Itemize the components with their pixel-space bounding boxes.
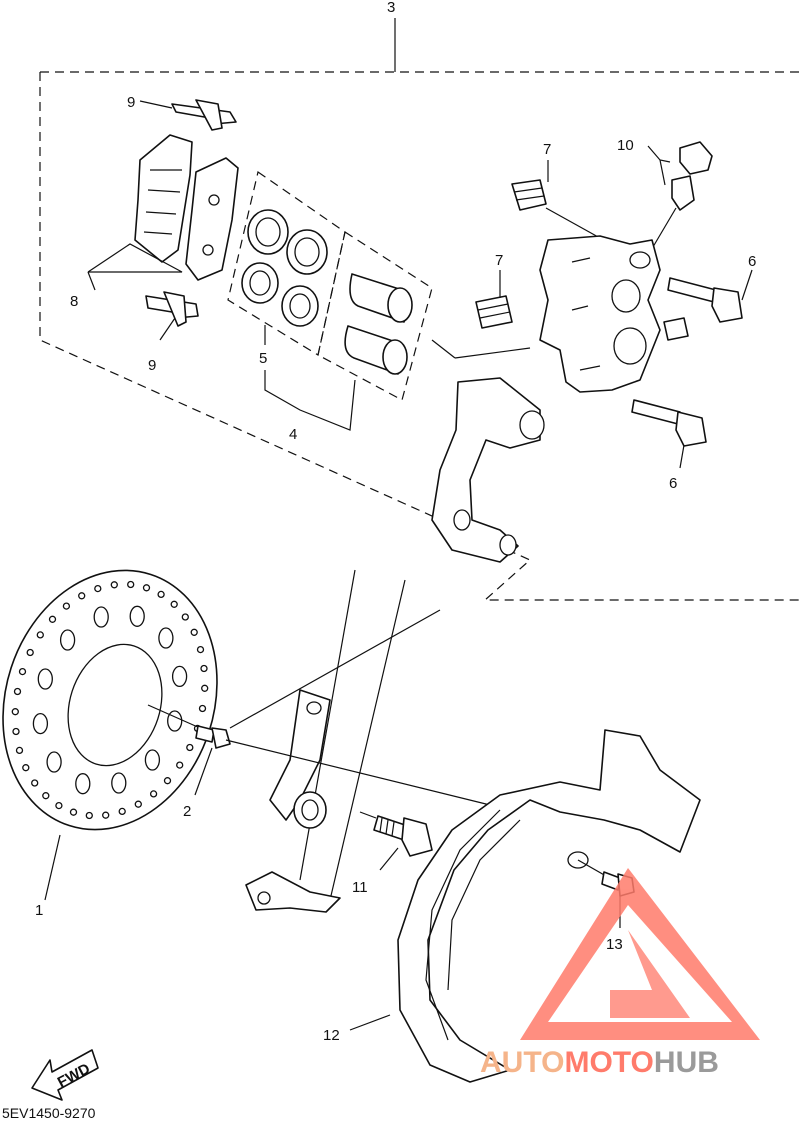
disc-slot bbox=[129, 605, 145, 627]
disc-vent-hole bbox=[62, 602, 71, 610]
callout-3: 3 bbox=[387, 0, 395, 16]
callout-5: 5 bbox=[259, 350, 267, 367]
disc-vent-hole bbox=[48, 615, 57, 623]
brake-pads bbox=[87, 134, 239, 291]
disc-vent-hole bbox=[69, 808, 78, 816]
disc-vent-hole bbox=[31, 779, 39, 787]
disc-vent-hole bbox=[198, 704, 207, 713]
disc-vent-hole bbox=[15, 746, 24, 755]
disc-vent-hole bbox=[110, 581, 118, 589]
forward-arrow: FWD bbox=[31, 1049, 99, 1101]
disc-vent-hole bbox=[170, 600, 178, 608]
disc-vent-hole bbox=[118, 807, 126, 816]
disc-vent-hole bbox=[12, 727, 20, 736]
callout-13: 13 bbox=[606, 936, 623, 953]
disc-vent-hole bbox=[55, 801, 63, 810]
disc-slot bbox=[46, 751, 62, 773]
disc-vent-hole bbox=[181, 613, 189, 621]
disc-slot bbox=[167, 710, 183, 732]
callout-6-lower: 6 bbox=[669, 475, 677, 492]
disc-guard bbox=[349, 729, 701, 1083]
disc-vent-hole bbox=[186, 743, 194, 752]
slide-bolt-upper bbox=[667, 269, 753, 323]
watermark-part3: HUB bbox=[654, 1046, 719, 1079]
seal-kit bbox=[227, 171, 356, 431]
callout-8: 8 bbox=[70, 293, 78, 310]
disc-vent-hole bbox=[149, 790, 158, 798]
callout-9-lower: 9 bbox=[148, 357, 156, 374]
disc-vent-hole bbox=[78, 592, 86, 600]
disc-slot bbox=[75, 773, 91, 795]
disc-slot bbox=[111, 772, 127, 794]
disc-slot bbox=[144, 749, 161, 771]
disc-vent-hole bbox=[42, 792, 50, 800]
disc-slot bbox=[32, 712, 49, 735]
disc-vent-hole bbox=[94, 584, 102, 593]
callout-7-upper: 7 bbox=[543, 141, 551, 158]
callout-6-upper: 6 bbox=[748, 253, 756, 270]
caliper-bracket bbox=[431, 377, 545, 563]
caliper-body bbox=[539, 235, 689, 393]
callout-11: 11 bbox=[352, 879, 368, 896]
caliper-pin-lower bbox=[475, 270, 513, 329]
disc-vent-hole bbox=[18, 667, 27, 676]
slide-bolt-lower bbox=[631, 399, 707, 469]
callout-1: 1 bbox=[35, 902, 43, 919]
disc-slot bbox=[158, 627, 174, 649]
disc-vent-hole bbox=[142, 584, 151, 592]
callout-7-lower: 7 bbox=[495, 252, 503, 269]
disc-vent-hole bbox=[11, 708, 19, 716]
callout-9-upper: 9 bbox=[127, 94, 135, 111]
disc-vent-hole bbox=[36, 631, 44, 639]
disc-vent-hole bbox=[134, 800, 142, 808]
fork-leg bbox=[229, 569, 441, 913]
caliper-assembly-frame bbox=[39, 18, 800, 601]
disc-slot bbox=[93, 606, 109, 628]
disc-vent-hole bbox=[200, 664, 208, 673]
disc-vent-hole bbox=[176, 761, 184, 769]
watermark-part2: MOTO bbox=[564, 1046, 653, 1079]
disc-slot bbox=[59, 629, 76, 651]
disc-vent-hole bbox=[196, 645, 205, 654]
callout-2: 2 bbox=[183, 803, 191, 820]
brake-disc bbox=[2, 569, 218, 901]
disc-slot bbox=[37, 668, 53, 690]
disc-vent-hole bbox=[85, 811, 93, 820]
disc-vent-hole bbox=[157, 590, 165, 599]
pad-clip-upper bbox=[139, 99, 237, 131]
piston-kit bbox=[317, 231, 531, 401]
disc-vent-hole bbox=[127, 580, 135, 589]
callout-10: 10 bbox=[617, 137, 634, 154]
disc-vent-hole bbox=[190, 628, 198, 636]
disc-vent-hole bbox=[13, 687, 22, 696]
disc-vent-hole bbox=[22, 764, 30, 772]
diagram-code: 5EV1450-9270 bbox=[2, 1105, 96, 1121]
disc-vent-hole bbox=[102, 811, 110, 819]
pad-clip-lower bbox=[145, 291, 199, 341]
disc-bolt bbox=[147, 704, 491, 806]
disc-vent-hole bbox=[163, 777, 172, 785]
bracket-bolt bbox=[359, 811, 433, 871]
watermark-text: AUTOMOTOHUB bbox=[480, 1046, 719, 1079]
callout-12: 12 bbox=[323, 1027, 340, 1044]
watermark-part1: AUTO bbox=[480, 1046, 564, 1079]
disc-slot bbox=[171, 665, 188, 688]
disc-vent-hole bbox=[26, 648, 34, 657]
bleed-screw bbox=[647, 141, 713, 253]
caliper-pin-upper bbox=[511, 160, 601, 239]
callout-4: 4 bbox=[289, 426, 297, 443]
automotohub-watermark bbox=[520, 868, 760, 1040]
disc-vent-hole bbox=[201, 684, 209, 692]
